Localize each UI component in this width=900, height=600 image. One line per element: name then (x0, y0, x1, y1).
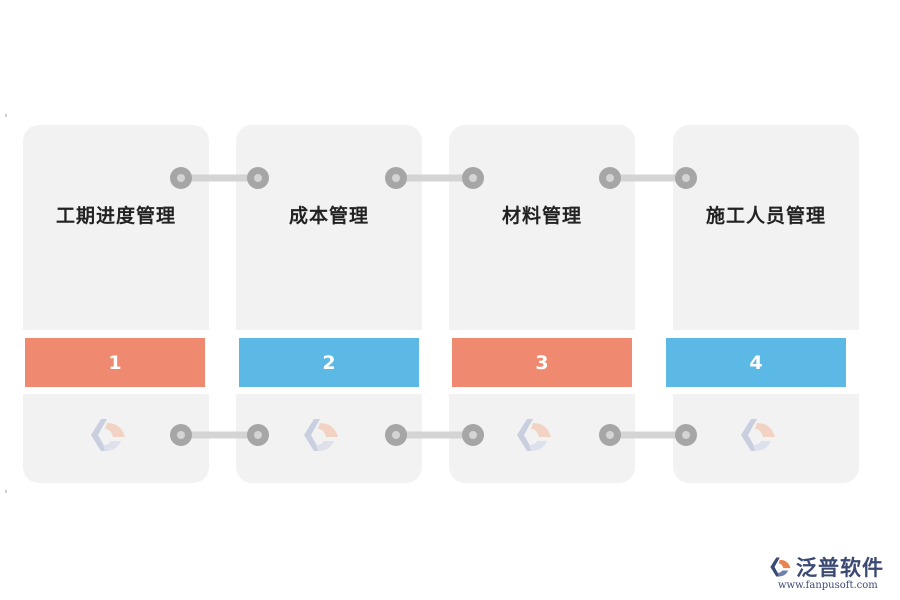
card-title: 材料管理 (501, 205, 582, 227)
card-number-badge: 2 (239, 338, 419, 387)
brand-name: 泛普软件 (796, 556, 884, 580)
card-material-management: 材料管理 3 (447, 125, 637, 483)
card-title: 成本管理 (288, 205, 369, 227)
card-number-badge: 3 (452, 338, 632, 387)
card-title: 施工人员管理 (705, 205, 826, 227)
brand-url: www.fanpusoft.com (778, 580, 878, 591)
card-cost-management: 成本管理 2 (234, 125, 424, 483)
watermark-logo-icon (517, 419, 551, 451)
fanpu-logo-icon (770, 557, 791, 577)
watermark-logo-icon (91, 419, 125, 451)
card-workforce-management: 施工人员管理 4 (666, 125, 867, 483)
card-number-badge: 4 (666, 338, 846, 387)
tick-mark-bottom (5, 490, 7, 493)
watermark-logo-icon (741, 419, 775, 451)
tick-mark-top (5, 114, 7, 117)
watermark-logo-icon (304, 419, 338, 451)
card-title: 工期进度管理 (55, 205, 176, 227)
card-number-badge: 1 (25, 338, 205, 387)
card-schedule-management: 工期进度管理 1 (21, 125, 211, 483)
brand-logo: 泛普软件 www.fanpusoft.com (768, 552, 892, 596)
